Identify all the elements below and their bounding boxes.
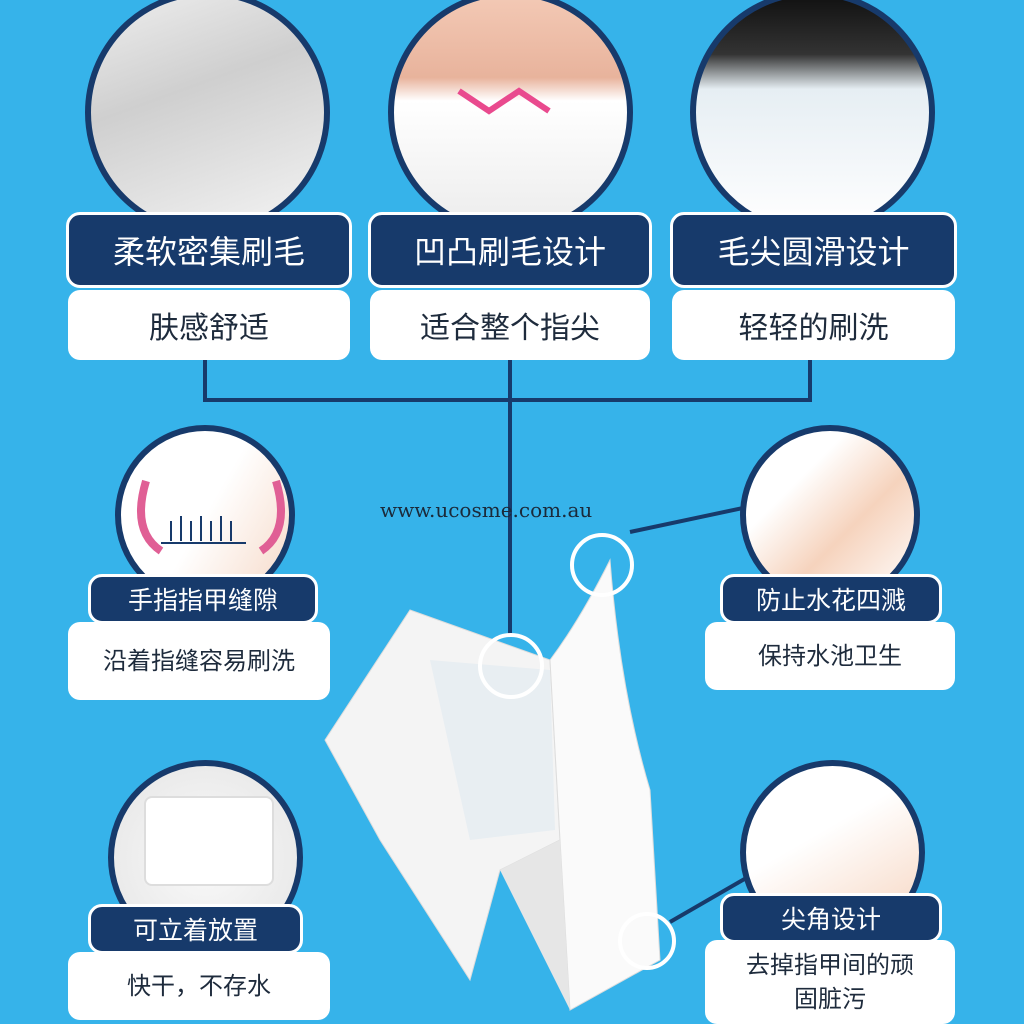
feature-desc: 保持水池卫生: [705, 622, 955, 690]
wave-bristle-image: [388, 0, 633, 235]
connector-line: [508, 360, 512, 635]
connector-line: [203, 360, 207, 402]
feature-title: 尖角设计: [720, 893, 942, 943]
feature-title: 毛尖圆滑设计: [670, 212, 957, 288]
feature-title: 可立着放置: [88, 904, 303, 954]
watermark: www.ucosme.com.au: [380, 498, 593, 522]
highlight-ring: [478, 633, 544, 699]
connector-line: [203, 398, 812, 402]
feature-desc: 肤感舒适: [68, 290, 350, 360]
feature-desc: 快干，不存水: [68, 952, 330, 1020]
feature-title: 防止水花四溅: [720, 574, 942, 624]
feature-desc: 去掉指甲间的顽固脏污: [705, 940, 955, 1024]
highlight-ring: [618, 912, 676, 970]
nail-brush-product: [324, 558, 661, 1011]
bristle-image: [85, 0, 330, 235]
feature-title: 凹凸刷毛设计: [368, 212, 652, 288]
feature-desc: 适合整个指尖: [370, 290, 650, 360]
feature-title: 柔软密集刷毛: [66, 212, 352, 288]
highlight-ring: [570, 533, 634, 597]
connector-line: [629, 505, 748, 534]
tip-bristle-image: [690, 0, 935, 235]
feature-desc: 轻轻的刷洗: [672, 290, 955, 360]
connector-line: [808, 360, 812, 402]
feature-desc: 沿着指缝容易刷洗: [68, 622, 330, 700]
feature-title: 手指指甲缝隙: [88, 574, 318, 624]
